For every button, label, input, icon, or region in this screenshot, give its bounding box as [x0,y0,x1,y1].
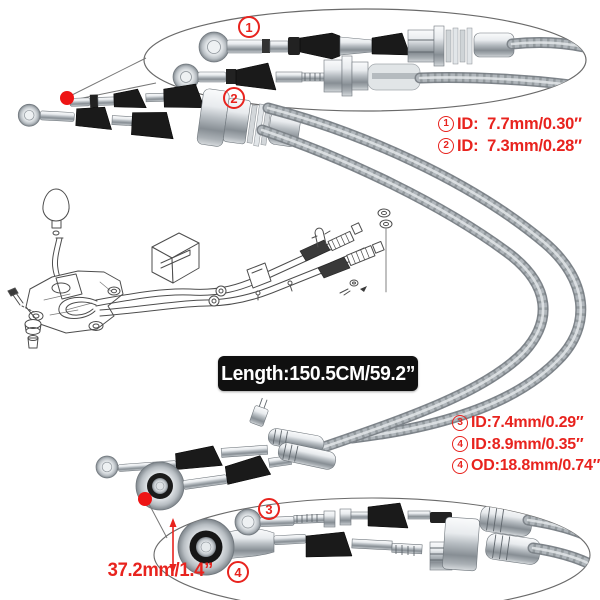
spec-num-2: 2 [438,138,454,154]
shifter-diagram [7,188,393,349]
cable-bottom-ends [95,397,337,511]
bushing-parts-drawing [24,319,42,349]
cable-end-2-zoom [172,55,584,97]
spec-num-1: 1 [438,116,454,132]
callout-label-4: 4 [227,561,249,583]
big-eyelet-zoom [177,518,307,576]
spec-num-4: 4 [452,436,468,453]
length-badge-text: Length:150.5CM/59.2” [221,361,415,385]
bolt-drawing [7,287,35,313]
dimension-arrow [169,518,177,573]
gear-knob-drawing [42,188,70,236]
red-marker-dot-bottom [138,492,152,506]
length-badge: Length:150.5CM/59.2” [218,356,418,391]
callout-label-1-num: 1 [245,19,253,35]
spec-num-5: 4 [452,457,468,474]
spec-num-3: 3 [452,414,468,431]
spec-text-3: ID:7.4mm/0.29″ [471,414,584,431]
spec-text-1: ID: 7.7mm/0.30″ [457,115,582,133]
callout-label-3-num: 3 [265,501,273,517]
callout-label-2-num: 2 [230,90,238,106]
callout-fittings-zoom [305,502,590,572]
console-box-drawing [151,232,200,284]
spec-text-5: OD:18.8mm/0.74″ [471,457,600,474]
red-marker-dot-top [60,91,74,105]
callout-label-2: 2 [223,87,245,109]
dimension-label: 37.2mm/1.4” [107,560,214,582]
spec-text-2: ID: 7.3mm/0.28″ [457,137,582,155]
bottom-callout [153,497,591,600]
braided-cables [262,108,581,450]
dimension-label-text: 37.2mm/1.4” [107,560,214,581]
callout-label-3: 3 [258,498,280,520]
bottom-leader-line [148,503,168,539]
top-leader-lines [69,57,157,101]
spec-text-4: ID:8.9mm/0.35″ [471,435,584,453]
diagram-cables-drawing [58,208,393,319]
cable-end-1-zoom [198,25,584,67]
callout-label-4-num: 4 [234,564,242,580]
callout-label-1: 1 [238,16,260,38]
